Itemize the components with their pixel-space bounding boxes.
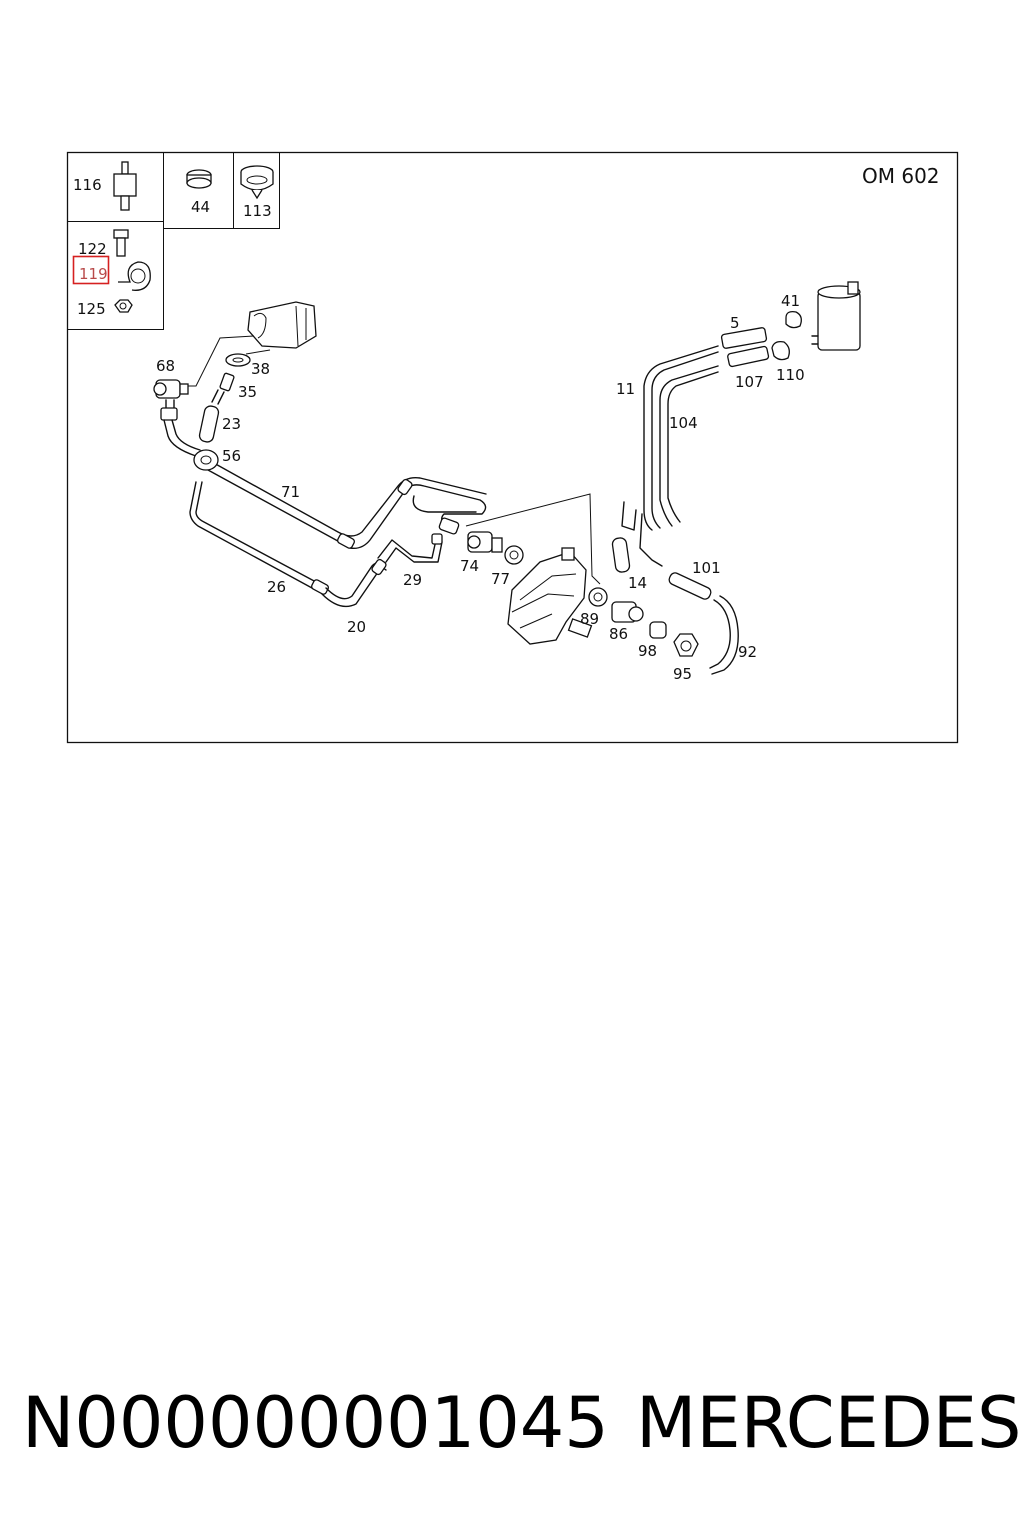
part-116-stud[interactable] bbox=[113, 161, 137, 211]
label-89: 89 bbox=[580, 610, 599, 628]
label-95: 95 bbox=[673, 665, 692, 683]
brand-name: MERCEDES bbox=[636, 1382, 1022, 1464]
part-95-cap-nut[interactable] bbox=[673, 633, 699, 657]
label-44: 44 bbox=[191, 198, 210, 216]
label-101: 101 bbox=[692, 559, 721, 577]
label-110: 110 bbox=[776, 366, 805, 384]
label-35: 35 bbox=[238, 383, 257, 401]
part-107-hose-sleeve[interactable] bbox=[727, 345, 770, 368]
part-code: N000000001045 bbox=[22, 1382, 609, 1464]
label-68: 68 bbox=[156, 357, 175, 375]
label-86: 86 bbox=[609, 625, 628, 643]
label-104: 104 bbox=[669, 414, 698, 432]
label-5: 5 bbox=[730, 314, 740, 332]
part-74-banjo-bolt[interactable] bbox=[467, 531, 503, 553]
part-56-banjo[interactable] bbox=[193, 449, 219, 471]
part-29-fuel-line[interactable] bbox=[377, 539, 437, 559]
label-113: 113 bbox=[243, 202, 272, 220]
label-20: 20 bbox=[347, 618, 366, 636]
part-122-bolt[interactable] bbox=[113, 229, 129, 257]
label-77: 77 bbox=[491, 570, 510, 588]
part-35-check-valve[interactable] bbox=[211, 372, 235, 405]
footer-caption: N000000001045 MERCEDES bbox=[22, 1378, 1021, 1468]
diagram-frame bbox=[66, 151, 959, 744]
part-44-grommet[interactable] bbox=[186, 169, 212, 189]
part-68-banjo-fitting[interactable] bbox=[153, 379, 189, 399]
part-5-hose-sleeve[interactable] bbox=[720, 327, 768, 349]
label-38: 38 bbox=[251, 360, 270, 378]
label-74: 74 bbox=[460, 557, 479, 575]
model-label: OM 602 bbox=[862, 164, 940, 188]
injection-pump bbox=[507, 547, 593, 645]
parts-diagram: OM 602 116 44 113 122 119 125 bbox=[66, 151, 959, 744]
part-68-lower-nut bbox=[160, 407, 178, 421]
label-23: 23 bbox=[222, 415, 241, 433]
inset-box-113 bbox=[233, 152, 280, 229]
part-11-fuel-line[interactable] bbox=[643, 345, 719, 531]
label-125: 125 bbox=[77, 300, 106, 318]
part-fitting-71-end bbox=[336, 478, 460, 549]
part-41-fuel-filter[interactable] bbox=[811, 281, 861, 351]
label-41: 41 bbox=[781, 292, 800, 310]
label-29: 29 bbox=[403, 571, 422, 589]
highlight-box-119 bbox=[72, 255, 110, 285]
label-14: 14 bbox=[628, 574, 647, 592]
part-14-hose[interactable] bbox=[611, 537, 631, 573]
part-113-grommet[interactable] bbox=[240, 165, 274, 200]
label-56: 56 bbox=[222, 447, 241, 465]
label-26: 26 bbox=[267, 578, 286, 596]
part-fuel-pump-housing bbox=[247, 301, 317, 349]
part-119-clamp[interactable] bbox=[118, 261, 151, 291]
label-119: 119 bbox=[79, 265, 108, 283]
part-125-nut[interactable] bbox=[114, 299, 133, 313]
part-104-fuel-line[interactable] bbox=[659, 365, 719, 527]
part-38-seal-ring[interactable] bbox=[225, 353, 251, 367]
part-23-hose[interactable] bbox=[198, 405, 220, 443]
label-92: 92 bbox=[738, 643, 757, 661]
part-71-fuel-line[interactable] bbox=[207, 469, 487, 550]
label-122: 122 bbox=[78, 240, 107, 258]
label-98: 98 bbox=[638, 642, 657, 660]
part-101-hose-sleeve[interactable] bbox=[668, 571, 713, 600]
inset-box-clamp bbox=[67, 221, 164, 330]
part-86-banjo-bolt[interactable] bbox=[611, 601, 644, 623]
part-20-end bbox=[371, 558, 387, 576]
label-107: 107 bbox=[735, 373, 764, 391]
part-26-fuel-line[interactable] bbox=[189, 481, 313, 589]
part-clip-41[interactable] bbox=[785, 310, 802, 329]
part-77-seal-ring[interactable] bbox=[504, 545, 524, 565]
label-116: 116 bbox=[73, 176, 102, 194]
part-26-end-fitting bbox=[310, 579, 330, 595]
label-11: 11 bbox=[616, 380, 635, 398]
part-92-hose[interactable] bbox=[709, 599, 731, 669]
part-110-clip[interactable] bbox=[771, 340, 790, 361]
label-71: 71 bbox=[281, 483, 300, 501]
part-89-seal-ring[interactable] bbox=[588, 587, 608, 607]
part-98-cap[interactable] bbox=[649, 621, 667, 639]
